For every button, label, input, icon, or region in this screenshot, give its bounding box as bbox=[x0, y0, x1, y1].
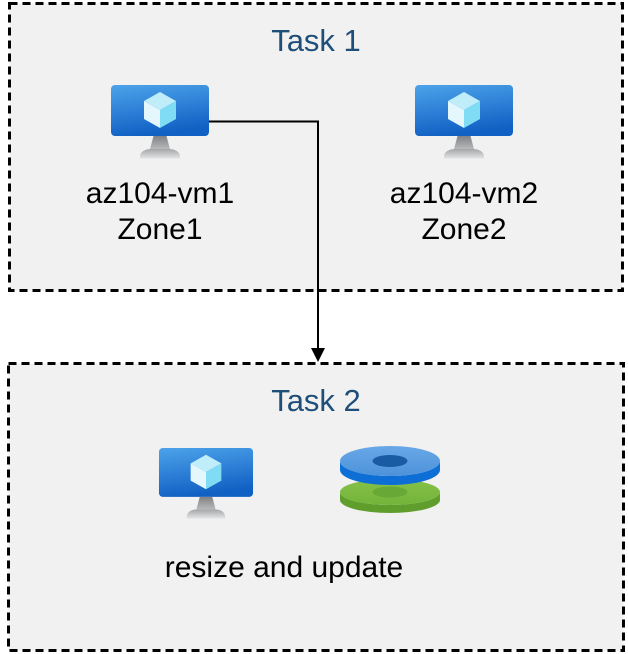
vm1-label: az104-vm1 Zone1 bbox=[35, 176, 285, 248]
task2-box bbox=[7, 362, 625, 652]
arrow-connector bbox=[209, 120, 319, 349]
task1-title: Task 1 bbox=[271, 23, 361, 58]
vm2-name: az104-vm2 bbox=[389, 177, 539, 210]
task2-caption: resize and update bbox=[164, 551, 404, 584]
vm1-name: az104-vm1 bbox=[85, 177, 235, 210]
task2-virtual-machine-icon bbox=[158, 448, 254, 519]
task2-managed-disks-icon bbox=[340, 446, 440, 513]
task2-title: Task 2 bbox=[271, 383, 361, 418]
vm2-virtual-machine-icon bbox=[415, 85, 513, 159]
vm2-zone: Zone2 bbox=[421, 213, 507, 246]
task1-box bbox=[8, 2, 624, 292]
vm1-virtual-machine-icon bbox=[111, 85, 209, 159]
vm1-zone: Zone1 bbox=[117, 213, 203, 246]
arrow-head-icon bbox=[311, 348, 325, 362]
vm2-label: az104-vm2 Zone2 bbox=[339, 176, 589, 248]
